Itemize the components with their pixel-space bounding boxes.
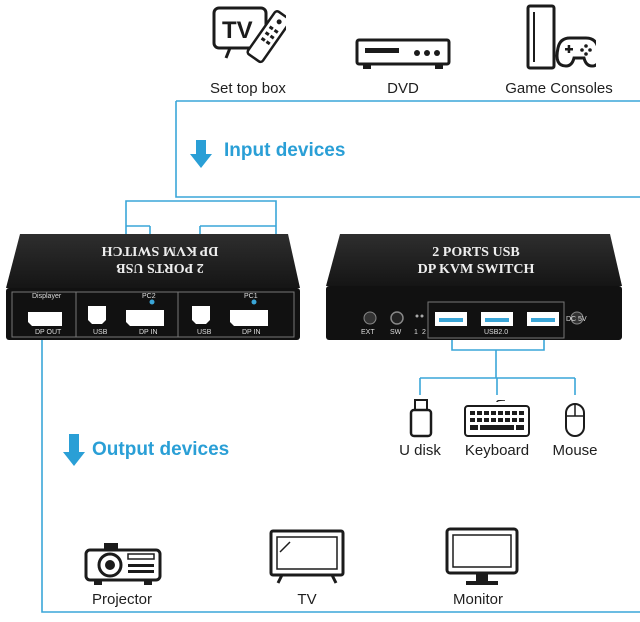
back-panel-title-line1: 2 PORTS USB [376, 245, 576, 261]
displayer-label: Displayer [32, 293, 61, 300]
output-device-label-projector: Projector [72, 591, 172, 608]
game-console-icon [524, 4, 596, 72]
usb-a-label: USB [93, 329, 107, 336]
output-device-label-tv: TV [257, 591, 357, 608]
ext-label: EXT [361, 329, 375, 336]
dp-out-label: DP OUT [35, 329, 61, 336]
down-arrow-icon [62, 433, 86, 467]
usb-device-label-keyboard: Keyboard [455, 442, 539, 459]
usb-device-label-u-disk: U disk [385, 442, 455, 459]
output-device-label-monitor: Monitor [428, 591, 528, 608]
front-panel-title-line1: DP KVM SWITCH [60, 242, 260, 258]
tv-remote-icon: TV [212, 4, 286, 68]
led-1-label: 1 [414, 329, 418, 336]
dvd-player-icon [355, 36, 451, 72]
dp-in-a-label: DP IN [139, 329, 158, 336]
tv-icon [268, 528, 346, 586]
input-devices-heading: Input devices [224, 140, 345, 162]
input-device-label-dvd: DVD [353, 80, 453, 97]
keyboard-icon [462, 400, 532, 438]
input-device-label-set-top-box: Set top box [198, 80, 298, 97]
back-panel-title-line2: DP KVM SWITCH [370, 262, 582, 278]
pc1-label: PC1 [244, 293, 258, 300]
svg-text:TV: TV [222, 17, 253, 44]
dc-5v-label: DC 5V [566, 316, 587, 323]
usb2-label: USB2.0 [484, 329, 508, 336]
led-2-label: 2 [422, 329, 426, 336]
mouse-icon [563, 402, 587, 438]
monitor-icon [444, 526, 520, 588]
sw-label: SW [390, 329, 401, 336]
output-devices-heading: Output devices [92, 439, 229, 461]
dp-in-b-label: DP IN [242, 329, 261, 336]
usb-device-label-mouse: Mouse [540, 442, 610, 459]
down-arrow-icon [189, 139, 213, 169]
pc2-label: PC2 [142, 293, 156, 300]
input-device-label-game-consoles: Game Consoles [497, 80, 621, 97]
usb-drive-icon [406, 398, 436, 438]
front-panel-title-line2: 2 PORTS USB [60, 259, 260, 275]
projector-icon [82, 540, 164, 586]
usb-b-label: USB [197, 329, 211, 336]
